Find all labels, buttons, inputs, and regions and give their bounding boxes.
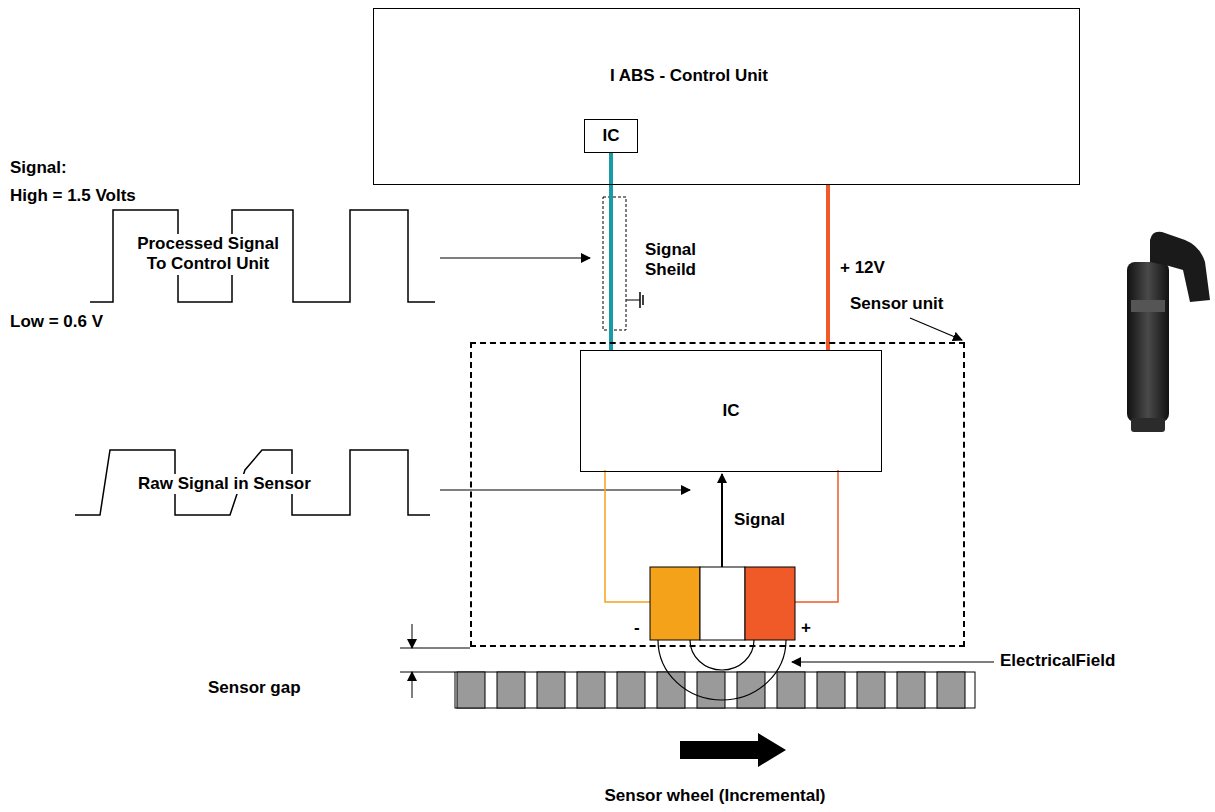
ground-symbol: [639, 292, 641, 308]
sensor-body: [1127, 262, 1169, 422]
shield-label: Signal Sheild: [645, 240, 715, 281]
field-line: [658, 640, 786, 700]
sensor-body: [1131, 300, 1165, 312]
field-label: ElectricalField: [1000, 651, 1115, 671]
sensor-photo: [1127, 232, 1210, 432]
ic-chip: IC: [580, 350, 882, 472]
dimension-arrow: [412, 672, 413, 698]
dimension-label: Sensor gap: [208, 678, 301, 698]
control-unit-box: I ABS - Control UnitIC: [373, 8, 1080, 185]
wheel-tooth: [857, 672, 885, 708]
wheel-tooth: [497, 672, 525, 708]
sensor-element: [700, 567, 745, 640]
raw-signal-pointer: [440, 489, 690, 490]
polarity-sign: -: [634, 618, 640, 638]
element-wire: [605, 470, 650, 602]
dimension-line: [400, 648, 470, 649]
wheel-tooth: [577, 672, 605, 708]
part-name: Sensor wheel (Incremental): [604, 786, 825, 806]
signal-pointer: [440, 257, 590, 258]
processed-waveform: [90, 210, 435, 302]
wheel-tooth: [537, 672, 565, 708]
wheel-tooth: [737, 672, 765, 708]
sensor-element: [650, 567, 700, 640]
dimension-line: [400, 672, 455, 673]
sensor-connector: [1150, 232, 1210, 302]
polarity-sign: +: [801, 618, 811, 638]
signal-shield: [603, 197, 626, 330]
wheel-band: [455, 672, 975, 708]
ground-symbol: [642, 295, 644, 305]
ic-chip: IC: [584, 119, 638, 153]
level-note: High = 1.5 Volts: [10, 186, 136, 206]
leader-arrow: [910, 318, 962, 340]
leader-arrow: [792, 661, 994, 662]
sensor-element: [745, 567, 795, 640]
voltage-label: + 12V: [840, 258, 885, 278]
wire: [609, 153, 613, 350]
sensor-tip: [1131, 418, 1165, 432]
wheel-tooth: [817, 672, 845, 708]
node-text: IC: [723, 401, 740, 421]
node-text: Sensor unit: [850, 294, 944, 314]
wheel-tooth: [457, 672, 485, 708]
waveform-label: Raw Signal in Sensor: [135, 474, 314, 494]
wheel-tooth: [777, 672, 805, 708]
node-text: I ABS - Control Unit: [610, 66, 768, 86]
sensor-wheel: [455, 672, 975, 708]
signal-heading: Signal:: [10, 158, 67, 178]
wheel-tooth: [897, 672, 925, 708]
node-text: IC: [603, 126, 620, 146]
ground-wire: [626, 300, 640, 301]
wheel-tooth: [697, 672, 725, 708]
element-wire: [795, 470, 838, 602]
wheel-tooth: [617, 672, 645, 708]
wheel-tooth: [937, 672, 965, 708]
level-note: Low = 0.6 V: [10, 312, 103, 332]
direction-arrow: [680, 733, 786, 767]
signal-arrow: [721, 474, 723, 567]
field-line: [690, 640, 754, 670]
wire: [826, 185, 830, 350]
wheel-tooth: [657, 672, 685, 708]
dimension-arrow: [412, 624, 413, 648]
waveform-label: Processed Signal To Control Unit: [130, 234, 286, 275]
signal-label: Signal: [734, 510, 785, 530]
raw-waveform: [75, 450, 430, 515]
sensor-unit-housing: Sensor unitIC: [470, 342, 965, 647]
